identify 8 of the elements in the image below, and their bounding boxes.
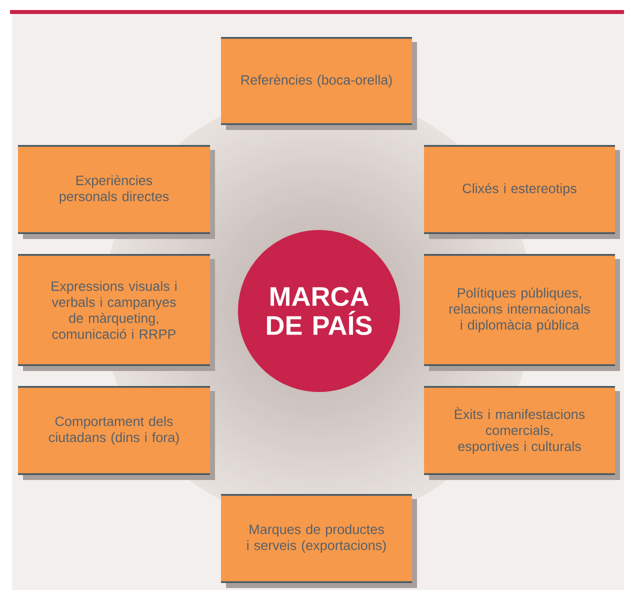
factor-box: Polítiques públiques, relacions internacionals i diplomàcia pública (424, 254, 620, 371)
factor-box: Expressions visuals i verbals i campanyes de màrqueting, comunicació i RRPP (18, 254, 215, 371)
factor-box: Clixés i estereotips (424, 145, 620, 239)
factor-box: Experiències personals directes (18, 145, 215, 239)
factor-box: Marques de productes i serveis (exportacions) (221, 494, 417, 588)
factor-box: Èxits i manifestacions comercials, esportives i culturals (424, 386, 620, 480)
factor-box: Referències (boca-orella) (221, 37, 417, 130)
factor-box: Comportament dels ciutadans (dins i fora) (18, 386, 215, 480)
